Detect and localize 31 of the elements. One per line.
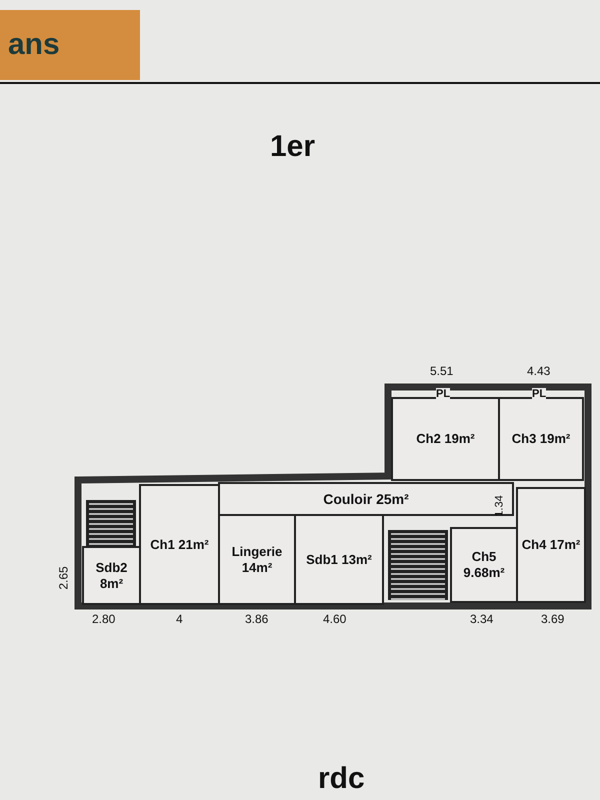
room bbox=[391, 397, 500, 481]
room bbox=[450, 527, 518, 603]
dimension-label: 2.80 bbox=[92, 612, 116, 626]
room-label: Couloir 25m² bbox=[323, 490, 409, 508]
dimension-label: 3.69 bbox=[541, 612, 564, 626]
room bbox=[82, 546, 141, 605]
floor-heading: 1er bbox=[270, 130, 316, 164]
room-label: Sdb1 13m² bbox=[306, 552, 372, 568]
room bbox=[218, 482, 514, 516]
dimension-label: 4 bbox=[176, 612, 183, 626]
dimension-label: 3.86 bbox=[245, 612, 268, 626]
floor-heading: rdc bbox=[318, 762, 365, 796]
room-label: Lingerie 14m² bbox=[230, 544, 284, 576]
wall-label: PL bbox=[436, 388, 450, 400]
dimension-label: 4.60 bbox=[323, 612, 346, 626]
room-label: Ch4 17m² bbox=[522, 537, 580, 553]
dimension-label: 5.51 bbox=[430, 364, 454, 378]
room bbox=[516, 487, 586, 603]
room-label: Sdb2 8m² bbox=[94, 560, 128, 592]
room bbox=[294, 514, 384, 605]
dimension-label: 3.34 bbox=[470, 612, 494, 626]
room-label: Ch1 21m² bbox=[150, 536, 209, 552]
room bbox=[498, 397, 584, 481]
section-tab: ans bbox=[0, 10, 140, 80]
dimension-label: 2.65 bbox=[56, 566, 71, 590]
room-label: Ch5 9.68m² bbox=[462, 549, 506, 581]
dimension-label: 4.43 bbox=[527, 364, 550, 378]
room bbox=[139, 484, 220, 605]
wall-label: PL bbox=[532, 388, 546, 400]
room-label: Ch3 19m² bbox=[512, 431, 570, 447]
room-label: Ch2 19m² bbox=[416, 431, 475, 447]
